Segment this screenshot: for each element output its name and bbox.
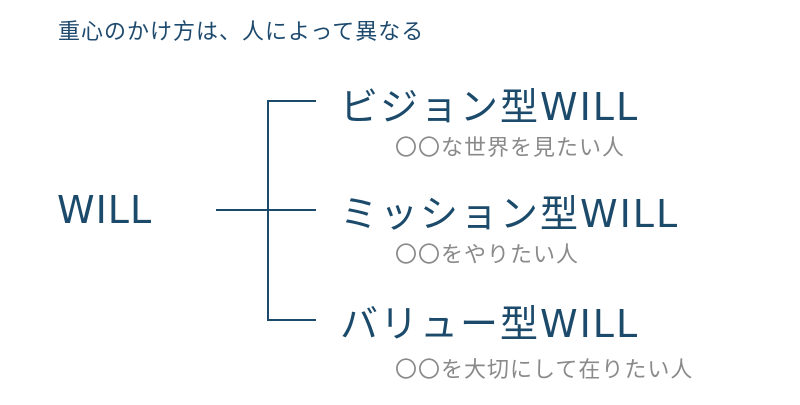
- branch-subtitle-value: 〇〇を大切にして在りたい人: [395, 358, 694, 383]
- branch-subtitle-mission: 〇〇をやりたい人: [395, 243, 580, 268]
- branch-title-mission: ミッション型WILL: [340, 192, 680, 236]
- diagram-heading: 重心のかけ方は、人によって異なる: [58, 20, 425, 45]
- branch-title-vision: ビジョン型WILL: [340, 85, 640, 129]
- branch-title-value: バリュー型WILL: [340, 302, 640, 346]
- branch-subtitle-vision: 〇〇な世界を見たい人: [395, 136, 626, 161]
- root-node-will: WILL: [57, 188, 153, 232]
